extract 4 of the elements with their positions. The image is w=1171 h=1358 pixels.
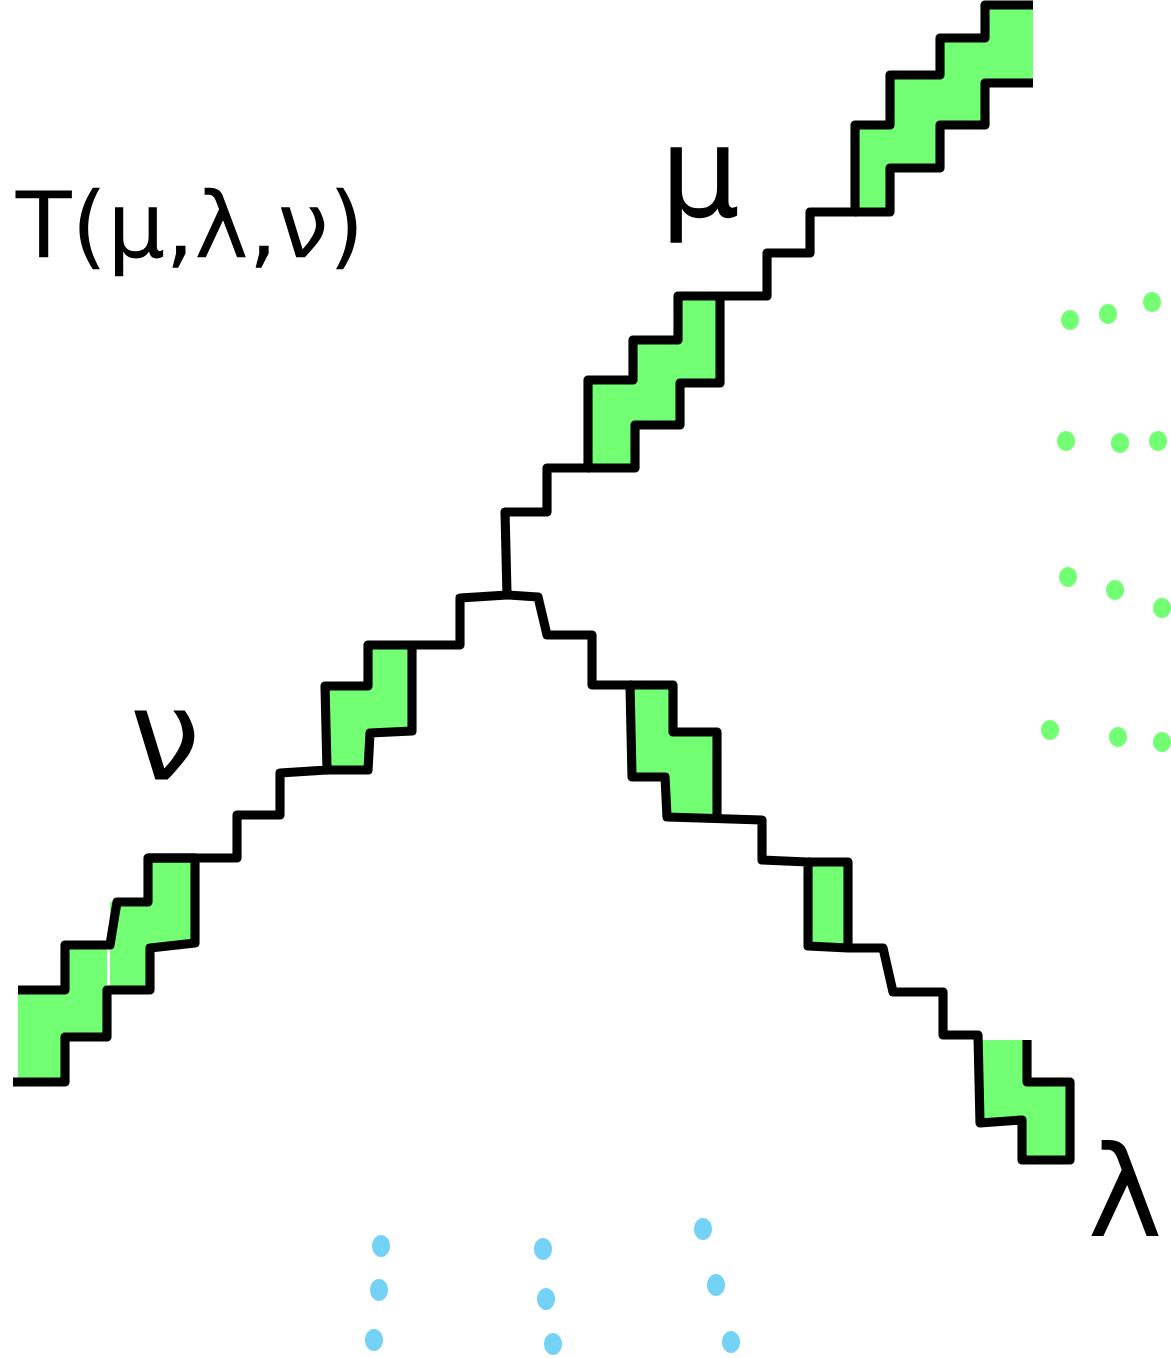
letter-label: ν	[134, 710, 195, 780]
letter-label: λ	[1091, 1139, 1159, 1237]
formula-label: T(μ,λ,ν)	[15, 187, 357, 277]
letter-label: μ	[670, 147, 738, 243]
